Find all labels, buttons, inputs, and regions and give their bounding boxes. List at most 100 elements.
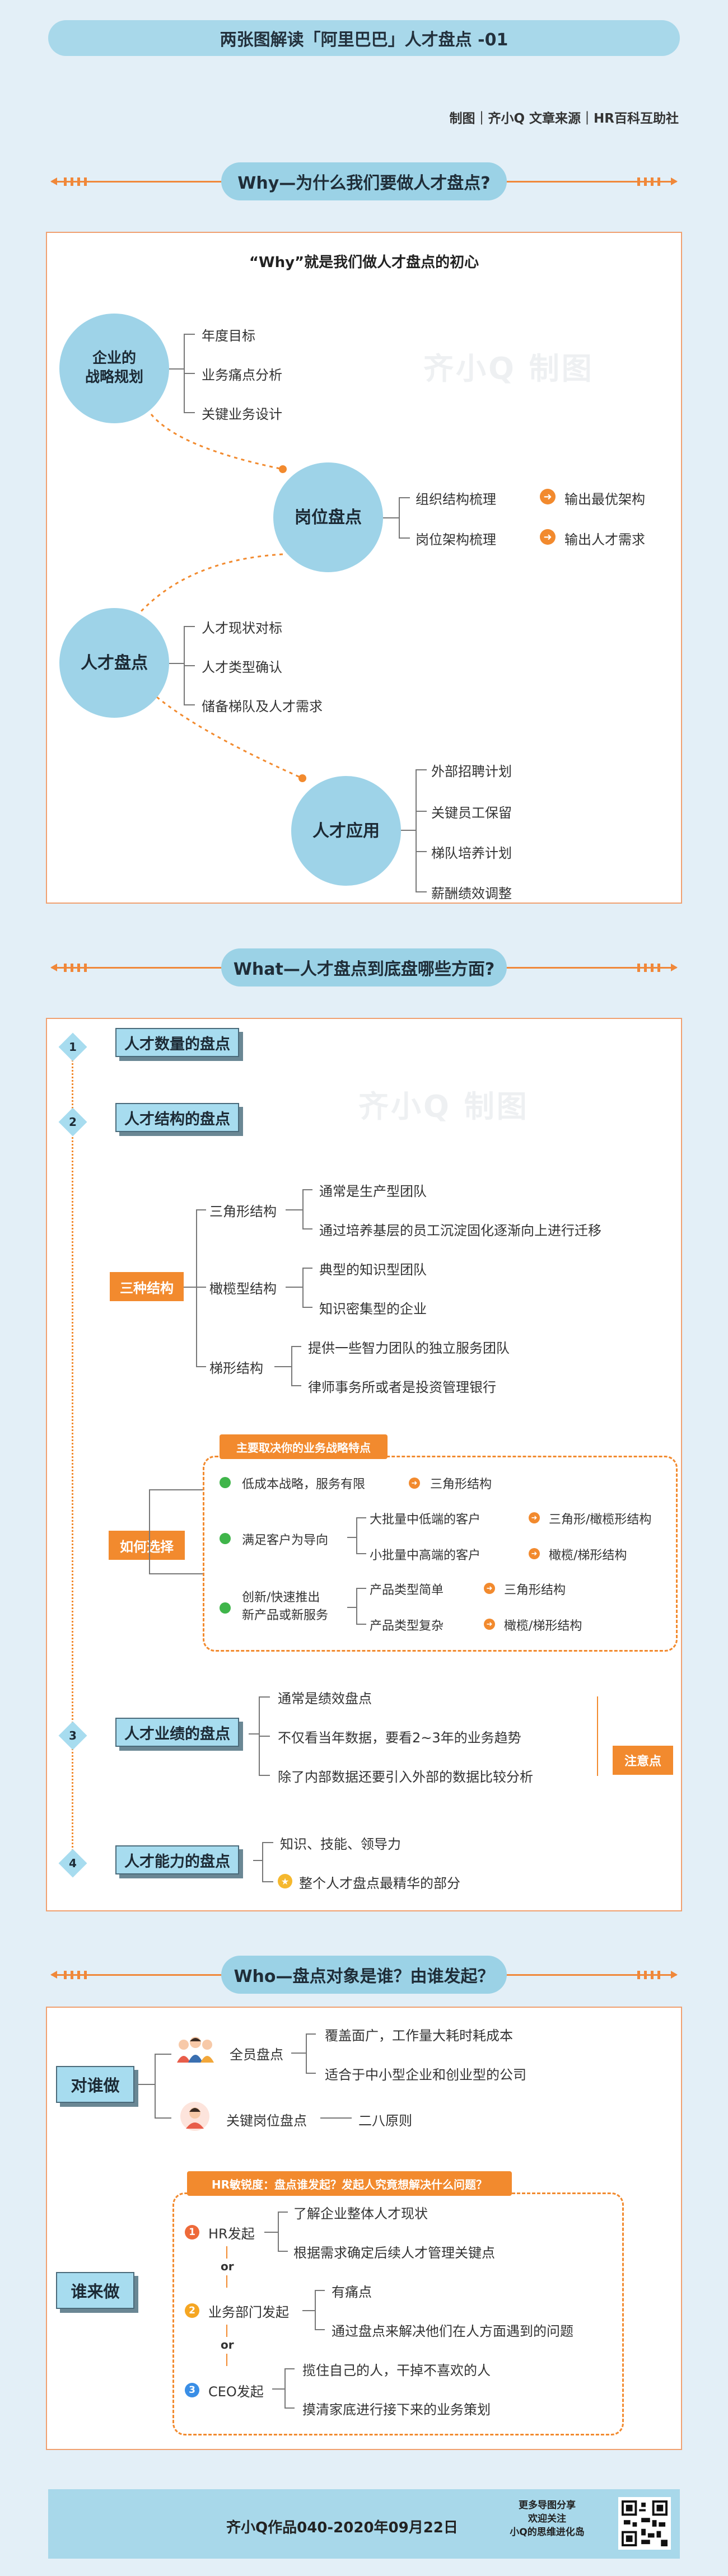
why-connectors xyxy=(130,414,306,782)
or-label: or xyxy=(221,2338,234,2351)
choose-result: 橄榄/梯形结构 xyxy=(504,1619,582,1633)
arrow-right-icon: ➜ xyxy=(484,1619,495,1630)
structure-detail: 通常是生产型团队 xyxy=(319,1184,427,1199)
or-label: or xyxy=(221,2260,234,2273)
share-line: 小Q的思维进化岛 xyxy=(510,2526,585,2538)
item-number: 2 xyxy=(69,1115,77,1129)
position-output: 输出最优架构 xyxy=(564,492,645,507)
arrow-right-icon: ➜ xyxy=(484,1583,495,1594)
apply-item: 外部招聘计划 xyxy=(431,764,512,779)
initiator-detail: 摸清家底进行接下来的业务策划 xyxy=(302,2402,491,2418)
structure-detail: 提供一些智力团队的独立服务团队 xyxy=(308,1340,510,1356)
apply-item: 梯队培养计划 xyxy=(431,845,512,861)
footer-share: 更多导图分享 欢迎关注 小Q的思维进化岛 xyxy=(505,2499,589,2539)
performance-item: 不仅看当年数据，要看2~3年的业务趋势 xyxy=(278,1730,521,1746)
arrow-right-icon: ➜ xyxy=(540,489,556,504)
who-tag: 谁来做 xyxy=(56,2272,134,2309)
choose-box xyxy=(203,1456,678,1652)
apply-item: 关键员工保留 xyxy=(431,805,512,821)
key-detail: 二八原则 xyxy=(358,2113,412,2129)
watermark: 齐小Q 制图 xyxy=(358,1089,529,1124)
item-number: 3 xyxy=(69,1729,77,1742)
who-banner: Who—盘点对象是谁？由谁发起？ xyxy=(221,1956,507,1994)
credits: 制图｜齐小Q 文章来源｜HR百科互助社 xyxy=(449,111,679,126)
initiator-label: CEO发起 xyxy=(208,2384,264,2400)
talent-node: 人才盘点 xyxy=(59,608,169,718)
strategy-item: 年度目标 xyxy=(202,328,255,344)
item-title: 人才业绩的盘点 xyxy=(115,1718,239,1747)
team-icon xyxy=(177,2037,214,2063)
performance-item: 通常是绩效盘点 xyxy=(278,1691,372,1707)
choose-condition: 满足客户为导向 xyxy=(242,1534,329,1548)
strategy-item: 业务痛点分析 xyxy=(202,367,282,383)
what-banner: What—人才盘点到底盘哪些方面? xyxy=(221,948,507,987)
structure-detail: 知识密集型的企业 xyxy=(319,1301,427,1317)
arrow-right-icon: ➜ xyxy=(529,1512,540,1523)
position-output: 输出人才需求 xyxy=(564,532,645,548)
item-number: 1 xyxy=(69,1040,77,1054)
initiator-label: 业务部门发起 xyxy=(208,2304,289,2320)
position-node: 岗位盘点 xyxy=(273,462,383,572)
structures-tag: 三种结构 xyxy=(110,1272,184,1301)
bullet-icon xyxy=(220,1602,231,1614)
choose-condition: 低成本战略，服务有限 xyxy=(242,1478,366,1492)
choose-result: 三角形结构 xyxy=(430,1478,492,1492)
qr-code[interactable] xyxy=(618,2497,671,2550)
strategy-node: 企业的 战略规划 xyxy=(59,314,169,423)
choose-sub: 产品类型简单 xyxy=(370,1583,444,1597)
choose-sub: 大批量中低端的客户 xyxy=(370,1513,481,1527)
why-subtitle: “Why”就是我们做人才盘点的初心 xyxy=(249,254,479,271)
structure-detail: 通过培养基层的员工沉淀固化逐渐向上进行迁移 xyxy=(319,1223,601,1238)
initiator-detail: 揽住自己的人，干掉不喜欢的人 xyxy=(302,2363,491,2378)
strategy-item: 关键业务设计 xyxy=(202,406,282,422)
initiator-detail: 有痛点 xyxy=(332,2284,372,2300)
choose-result: 三角形/橄榄形结构 xyxy=(549,1513,652,1527)
who-panel xyxy=(46,2007,682,2450)
number-badge: 3 xyxy=(185,2383,199,2397)
why-banner: Why—为什么我们要做人才盘点? xyxy=(221,162,507,200)
initiator-label: HR发起 xyxy=(208,2226,255,2242)
key-label: 关键岗位盘点 xyxy=(226,2113,307,2129)
number-badge: 2 xyxy=(185,2303,199,2318)
apply-item: 薪酬绩效调整 xyxy=(431,886,512,901)
ability-item: 整个人才盘点最精华的部分 xyxy=(299,1876,460,1891)
ability-item: 知识、技能、领导力 xyxy=(280,1836,401,1852)
choose-condition: 创新/快速推出 新产品或新服务 xyxy=(242,1591,329,1623)
structure-name: 梯形结构 xyxy=(209,1361,263,1376)
item-title: 人才能力的盘点 xyxy=(115,1845,239,1874)
initiator-detail: 通过盘点来解决他们在人方面遇到的问题 xyxy=(332,2323,573,2339)
choose-tag: 如何选择 xyxy=(109,1531,185,1560)
position-item: 岗位架构梳理 xyxy=(416,532,496,548)
choose-result: 三角形结构 xyxy=(504,1583,566,1597)
bullet-icon xyxy=(220,1533,231,1544)
position-item: 组织结构梳理 xyxy=(416,492,496,507)
initiator-detail: 了解企业整体人才现状 xyxy=(293,2206,428,2222)
performance-tag: 注意点 xyxy=(613,1746,673,1775)
full-detail: 适合于中小型企业和创业型的公司 xyxy=(325,2067,526,2083)
choose-header: 主要取决你的业务战略特点 xyxy=(220,1434,388,1459)
timeline xyxy=(72,1059,73,1866)
performance-item: 除了内部数据还要引入外部的数据比较分析 xyxy=(278,1769,533,1785)
full-label: 全员盘点 xyxy=(230,2047,283,2063)
number-badge: 1 xyxy=(185,2225,199,2240)
choose-sub: 产品类型复杂 xyxy=(370,1619,444,1633)
initiator-detail: 根据需求确定后续人才管理关键点 xyxy=(293,2245,495,2261)
arrow-right-icon: ➜ xyxy=(529,1548,540,1559)
apply-node: 人才应用 xyxy=(291,776,401,886)
arrow-right-icon: ➜ xyxy=(540,529,556,545)
star-icon: ★ xyxy=(278,1874,292,1888)
target-tag: 对谁做 xyxy=(56,2066,134,2103)
talent-item: 人才类型确认 xyxy=(202,660,282,675)
structure-name: 三角形结构 xyxy=(209,1204,277,1219)
structure-detail: 典型的知识型团队 xyxy=(319,1262,427,1278)
choose-sub: 小批量中高端的客户 xyxy=(370,1549,481,1563)
talent-item: 人才现状对标 xyxy=(202,620,282,636)
structure-detail: 律师事务所或者是投资管理银行 xyxy=(308,1380,496,1395)
page-title: 两张图解读「阿里巴巴」人才盘点 -01 xyxy=(48,20,680,56)
arrow-right-icon: ➜ xyxy=(409,1478,420,1489)
bullet-icon xyxy=(220,1477,231,1488)
person-icon xyxy=(180,2102,209,2131)
full-detail: 覆盖面广，工作量大耗时耗成本 xyxy=(325,2028,513,2044)
choose-result: 橄榄/梯形结构 xyxy=(549,1549,627,1563)
footer-text: 齐小Q作品040-2020年09月22日 xyxy=(226,2519,458,2536)
